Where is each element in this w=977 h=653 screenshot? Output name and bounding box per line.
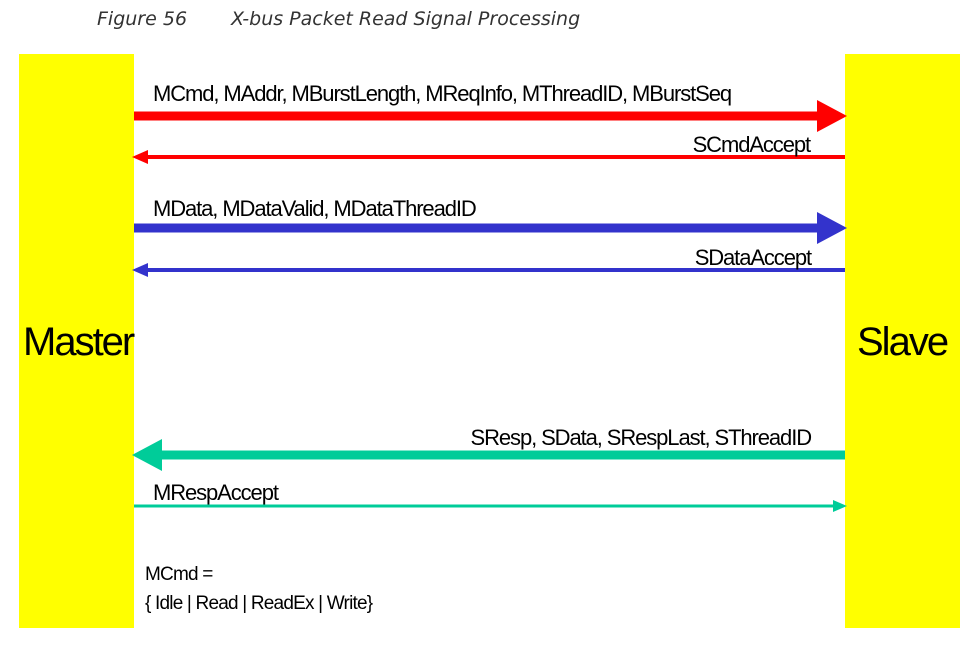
signal-label-sdataaccept: SDataAccept (694, 245, 812, 270)
arrow-mrespaccept (134, 500, 847, 512)
arrow-data (134, 212, 847, 244)
signal-label-mrespaccept: MRespAccept (153, 480, 279, 505)
arrow-request (134, 100, 847, 132)
signal-label-data: MData, MDataValid, MDataThreadID (153, 196, 477, 221)
master-block (19, 54, 134, 628)
figure-number: Figure 56 (97, 8, 188, 30)
figure-title: X-bus Packet Read Signal Processing (231, 8, 581, 30)
signal-label-request: MCmd, MAddr, MBurstLength, MReqInfo, MTh… (153, 81, 732, 106)
note-line-1: MCmd = (145, 564, 213, 585)
arrow-sdataaccept (132, 263, 845, 277)
slave-block (845, 54, 960, 628)
arrow-response (132, 439, 845, 471)
slave-label: Slave (857, 320, 949, 364)
note-line-2: { Idle | Read | ReadEx | Write} (145, 593, 373, 614)
master-label: Master (23, 320, 135, 364)
arrow-scmdaccept (132, 150, 845, 164)
signal-label-scmdaccept: SCmdAccept (692, 132, 811, 157)
signal-label-response: SResp, SData, SRespLast, SThreadID (470, 425, 813, 450)
figure-caption: Figure 56 X-bus Packet Read Signal Proces… (97, 8, 580, 30)
